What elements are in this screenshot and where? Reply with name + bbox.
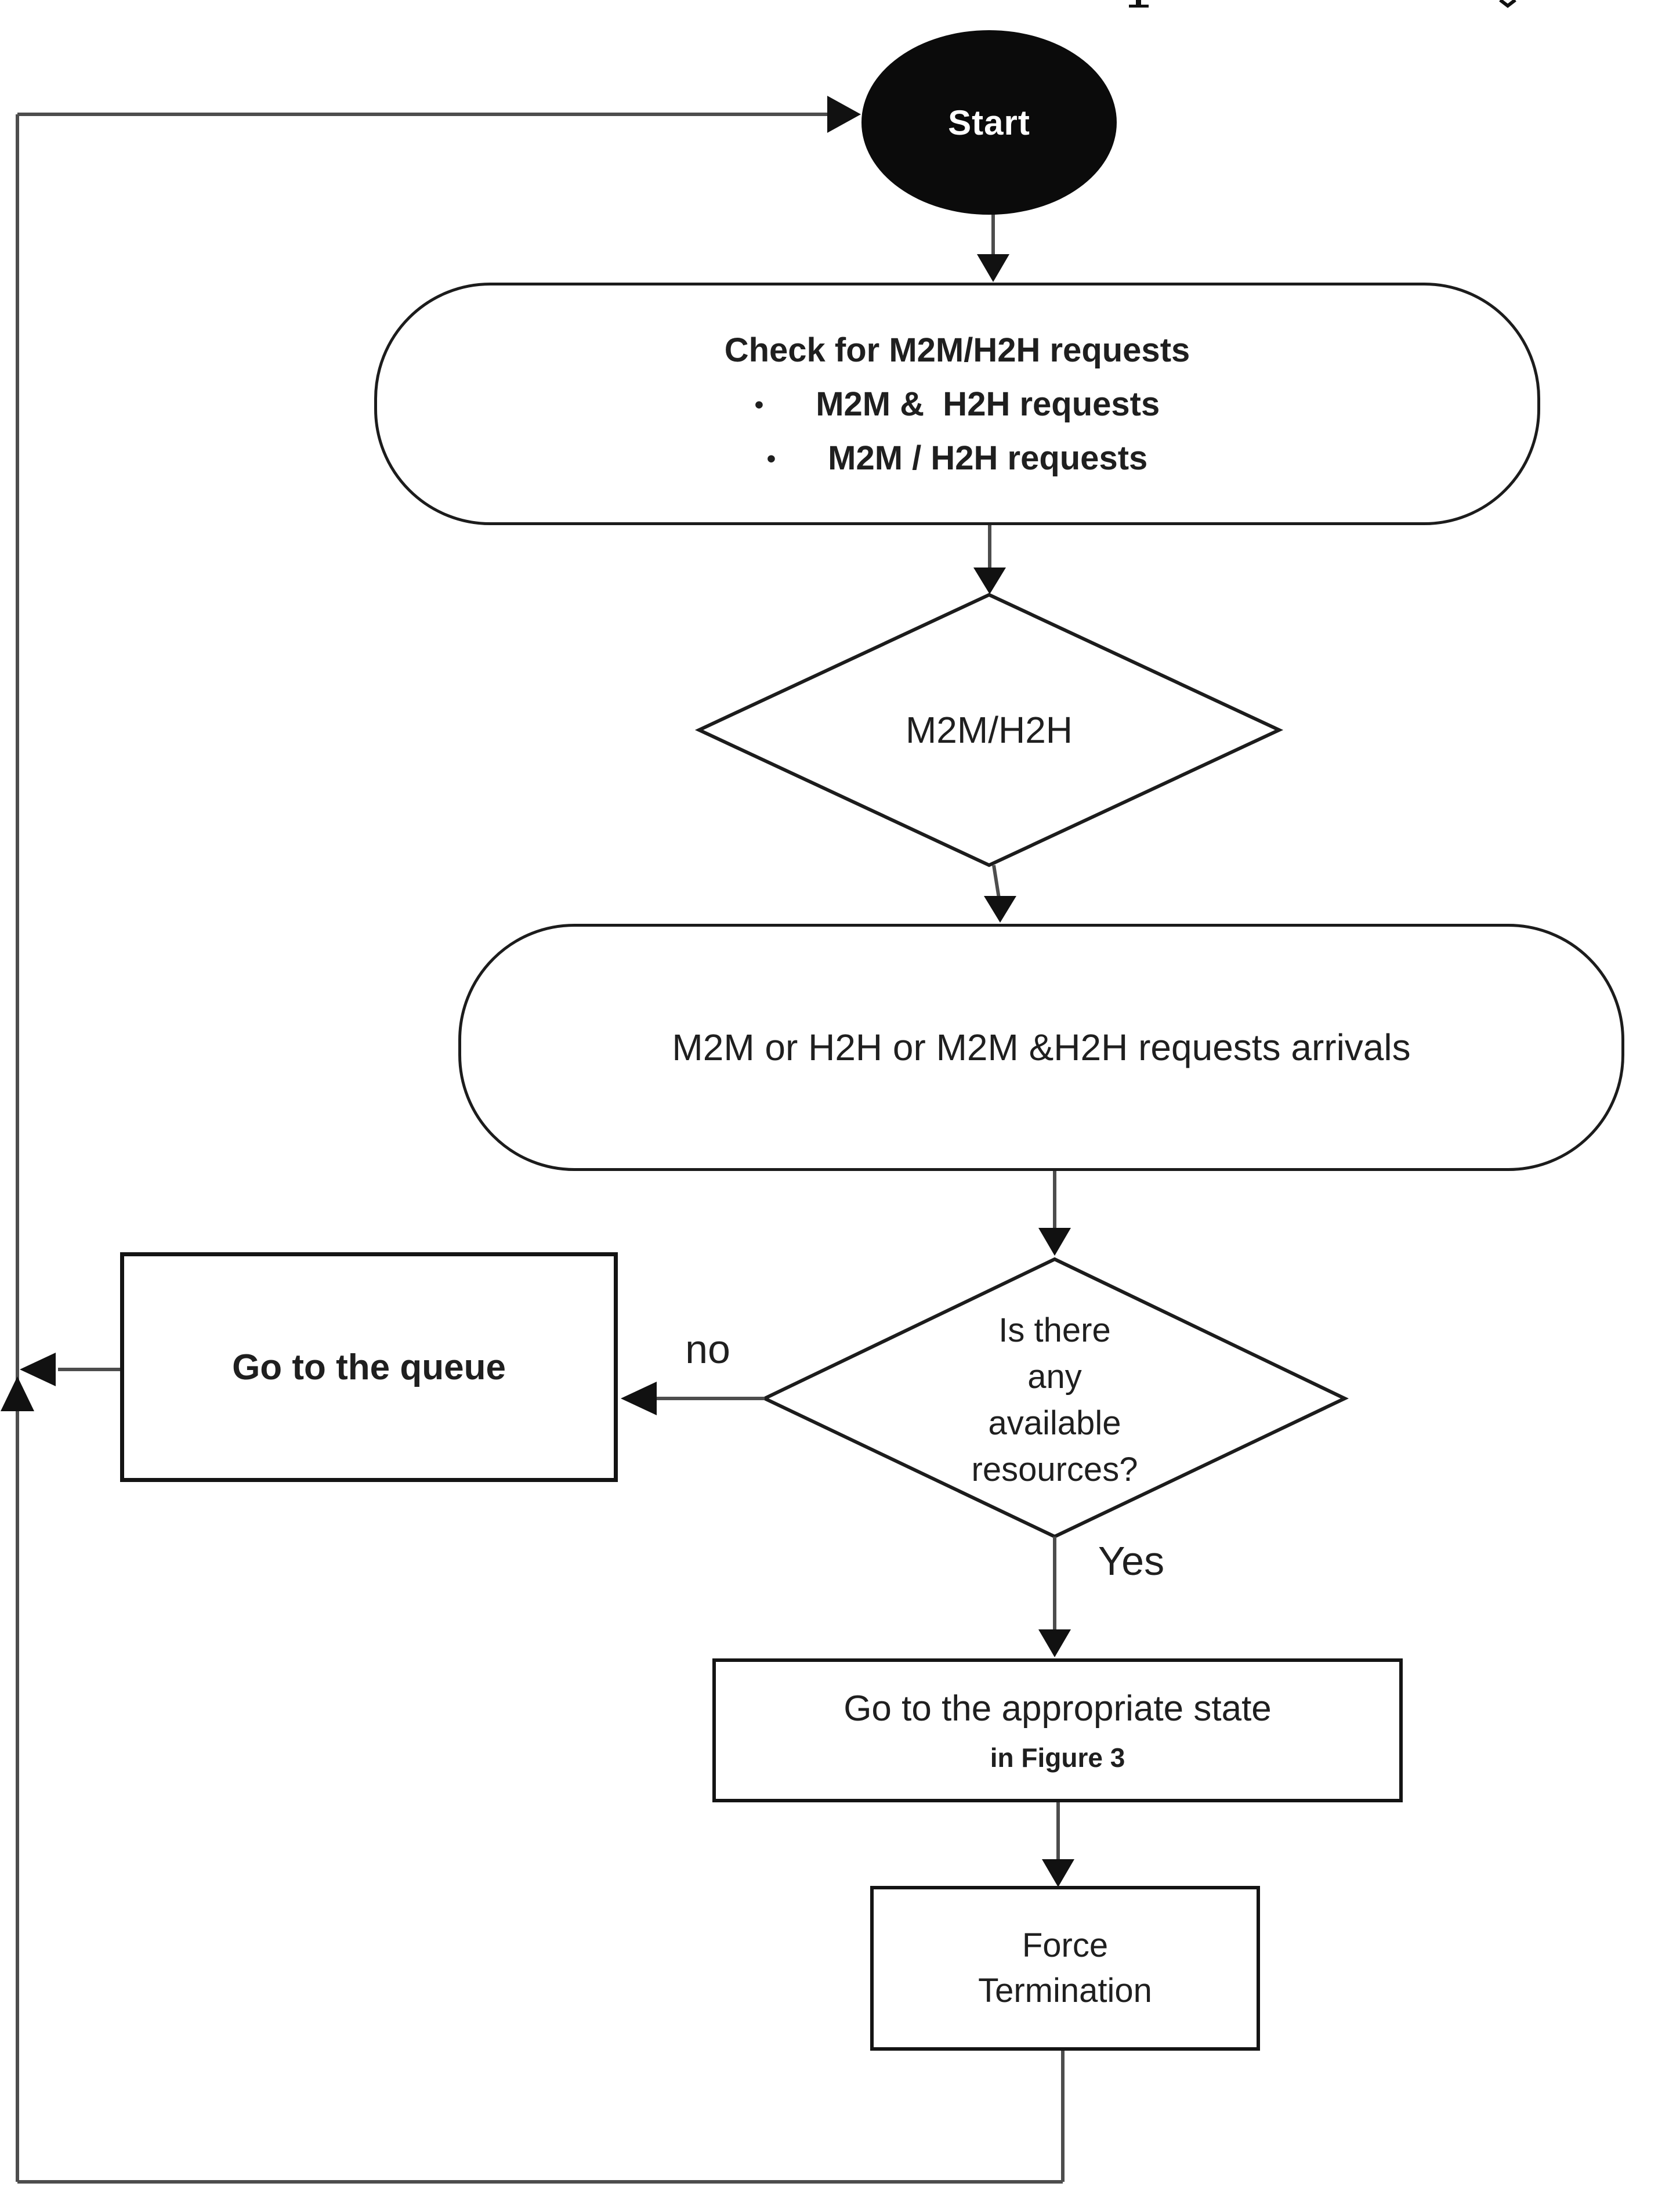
check-bullet-item: • M2M & H2H requests — [755, 385, 1160, 424]
check-bullet-text: M2M & H2H requests — [816, 385, 1160, 423]
arrowhead-decision1 — [973, 568, 1006, 594]
arrowhead-force — [1042, 1859, 1074, 1887]
arrowhead-decision2 — [1038, 1228, 1071, 1256]
start-label: Start — [948, 103, 1030, 142]
start-node: Start — [861, 30, 1117, 215]
clipped-caption-fragment — [1499, 0, 1516, 8]
arrowhead-into-start — [827, 96, 861, 133]
decision2-line: any — [1027, 1357, 1082, 1396]
appropriate-state-line2: in Figure 3 — [990, 1742, 1125, 1773]
check-bullet-text: M2M / H2H requests — [828, 439, 1148, 477]
decision1-shape — [694, 592, 1284, 868]
arrowhead-loop-left — [20, 1353, 56, 1386]
check-requests-node: Check for M2M/H2H requests • M2M & H2H r… — [374, 283, 1540, 525]
check-bullet-item: • M2M / H2H requests — [767, 439, 1148, 478]
force-termination-line2: Termination — [978, 1972, 1152, 2009]
bullet-icon: • — [754, 391, 764, 419]
decision1-label: M2M/H2H — [905, 709, 1073, 751]
clipped-caption-fragment — [1129, 0, 1149, 8]
arrowhead-appropriate — [1038, 1629, 1071, 1657]
decision2-label: Is there any available resources? — [904, 1307, 1205, 1492]
appropriate-state-line1: Go to the appropriate state — [843, 1688, 1272, 1729]
edge-decision1-arrivals — [992, 865, 1001, 899]
bullet-icon: • — [766, 444, 776, 473]
appropriate-state-node: Go to the appropriate state in Figure 3 — [712, 1658, 1403, 1802]
queue-label: Go to the queue — [232, 1347, 506, 1387]
arrowhead-queue — [621, 1382, 657, 1415]
arrivals-label: M2M or H2H or M2M &H2H requests arrivals — [672, 1027, 1411, 1068]
decision2-line: available — [988, 1404, 1121, 1442]
no-edge-label: no — [685, 1327, 730, 1372]
force-termination-node: Force Termination — [870, 1886, 1260, 2051]
arrivals-node: M2M or H2H or M2M &H2H requests arrivals — [458, 924, 1624, 1171]
decision2-line: Is there — [998, 1311, 1111, 1349]
force-termination-line1: Force — [1022, 1926, 1109, 1964]
check-title: Check for M2M/H2H requests — [724, 331, 1190, 369]
queue-node: Go to the queue — [120, 1252, 618, 1482]
arrowhead-loop-up — [1, 1376, 34, 1411]
decision2-line: resources? — [971, 1450, 1138, 1488]
yes-edge-label: Yes — [1098, 1538, 1165, 1584]
arrowhead-arrivals — [984, 896, 1016, 923]
arrowhead-check — [977, 254, 1009, 282]
